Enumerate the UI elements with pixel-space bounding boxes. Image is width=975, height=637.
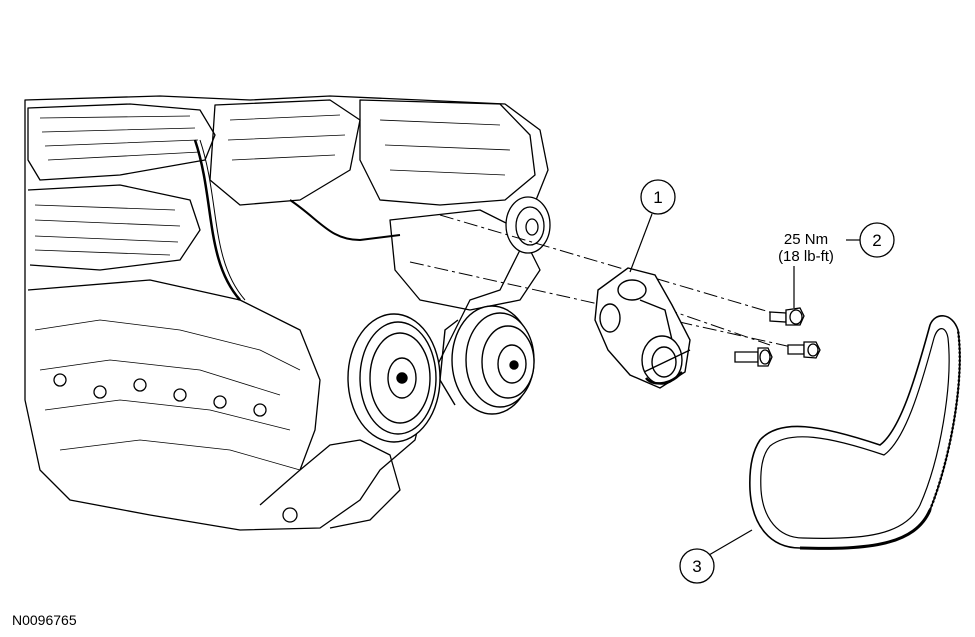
- callout-1-leader: [629, 213, 653, 273]
- tensioner-bolts: [734, 307, 821, 367]
- callout-3-number: 3: [692, 557, 701, 576]
- drive-belt: [749, 315, 961, 550]
- callout-2: 25 Nm (18 lb-ft) 2: [778, 222, 895, 308]
- callout-2-number: 2: [872, 231, 881, 250]
- torque-nm-label: 25 Nm: [784, 231, 828, 248]
- callout-1-number: 1: [653, 188, 662, 207]
- torque-lbft-label: (18 lb-ft): [778, 248, 834, 265]
- callout-2-circle: [859, 222, 895, 258]
- callout-1: 1: [629, 179, 676, 273]
- callout-3-circle: [679, 548, 715, 584]
- callout-3-leader: [708, 529, 753, 556]
- figure-id: N0096765: [12, 612, 77, 628]
- callout-1-circle: [640, 179, 676, 215]
- callout-3: 3: [679, 529, 753, 584]
- belt-tensioner: [594, 267, 691, 389]
- crankshaft-pulley: [347, 313, 441, 443]
- ac-compressor-pulley: [439, 305, 535, 415]
